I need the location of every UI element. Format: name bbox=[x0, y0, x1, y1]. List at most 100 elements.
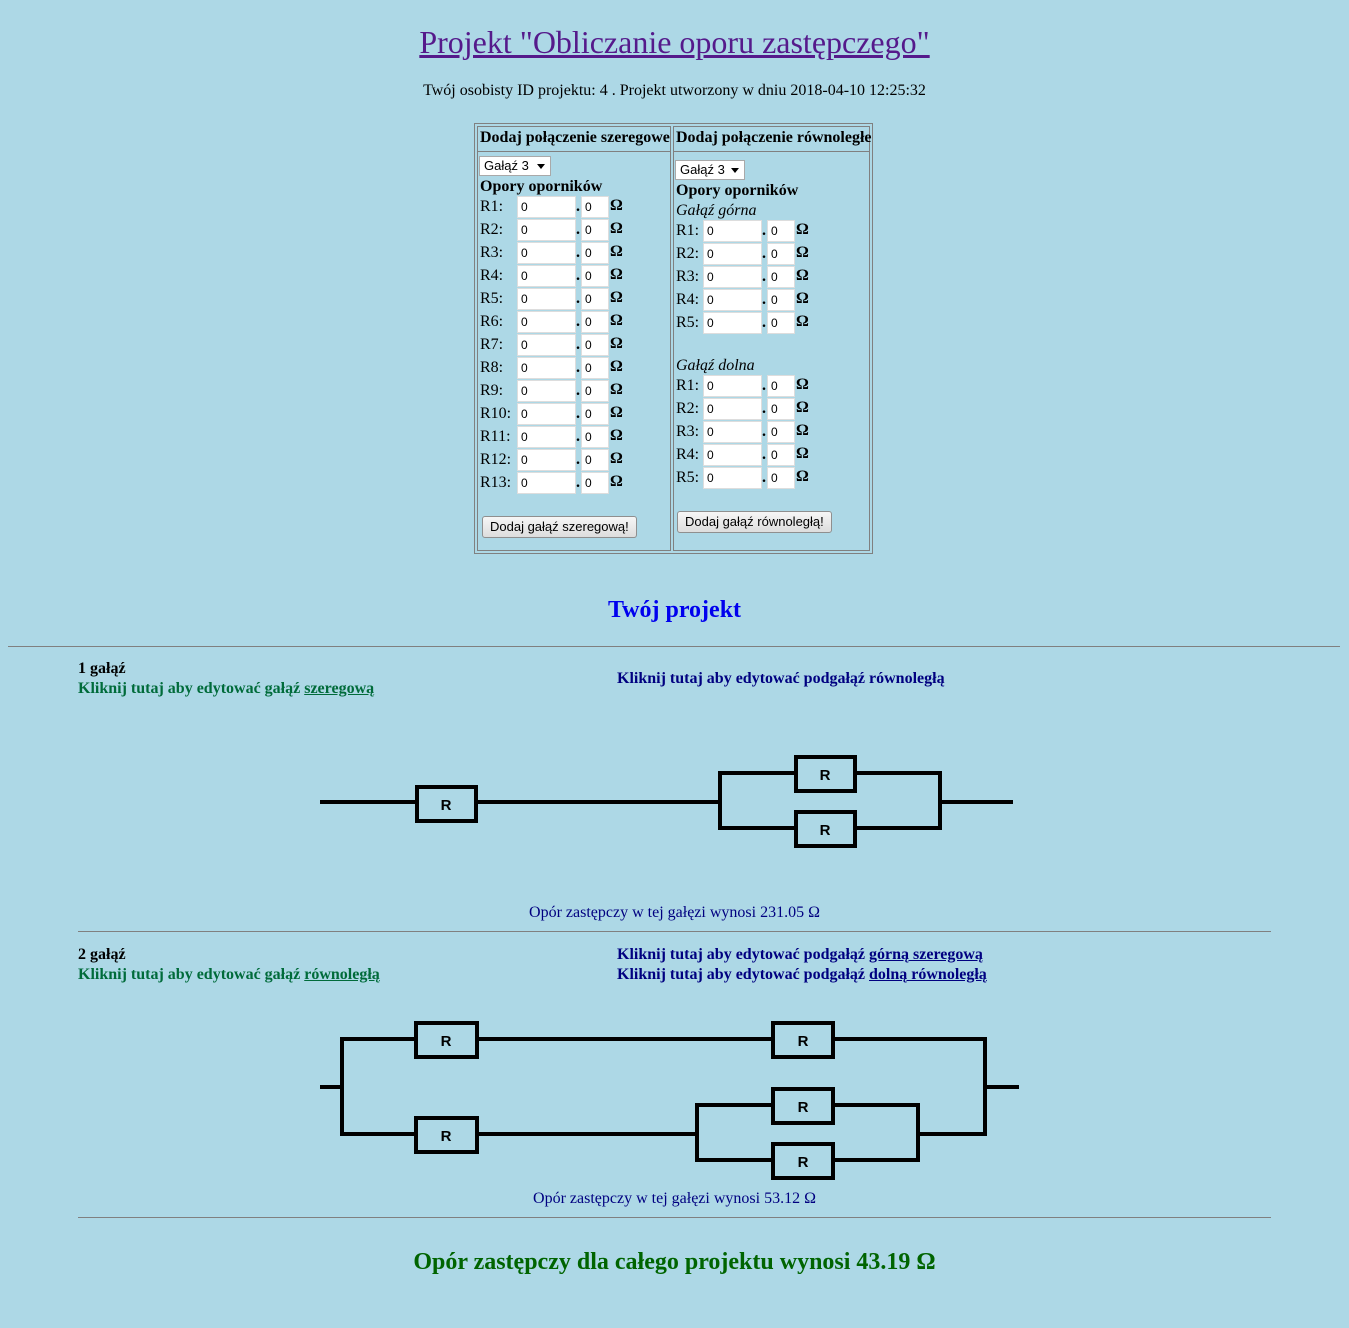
resistor-decimal-input[interactable] bbox=[581, 403, 609, 425]
resistor-decimal-input[interactable] bbox=[767, 312, 795, 334]
resistor-integer-input[interactable] bbox=[517, 403, 576, 425]
branch-2-edit-link[interactable]: równoległą bbox=[304, 966, 380, 983]
resistor-row-label: R8: bbox=[480, 359, 504, 376]
resistor-row-label: R1: bbox=[480, 198, 504, 215]
ohm-unit: Ω bbox=[796, 422, 809, 439]
resistor-row: R11:. Ω bbox=[480, 426, 630, 449]
resistor-integer-input[interactable] bbox=[703, 289, 762, 311]
resistor-integer-input[interactable] bbox=[703, 398, 762, 420]
resistor-row: R3:.Ω bbox=[676, 421, 826, 444]
resistor-row: R5:. Ω bbox=[676, 312, 826, 335]
resistor-decimal-input[interactable] bbox=[581, 380, 609, 402]
resistor-row-label: R11: bbox=[480, 428, 511, 445]
resistor-integer-input[interactable] bbox=[703, 444, 762, 466]
series-branch-select-value: Gałąź 3 bbox=[484, 158, 529, 173]
resistor-integer-input[interactable] bbox=[517, 219, 576, 241]
resistor-decimal-input[interactable] bbox=[581, 357, 609, 379]
resistor-decimal-input[interactable] bbox=[581, 196, 609, 218]
resistor-integer-input[interactable] bbox=[517, 449, 576, 471]
parallel-resistors-label: Opory oporników bbox=[676, 182, 799, 199]
resistor-row: R1:.Ω bbox=[676, 375, 826, 398]
branch-1-edit-link[interactable]: szeregową bbox=[304, 680, 375, 697]
resistor-decimal-input[interactable] bbox=[581, 334, 609, 356]
add-series-branch-button[interactable]: Dodaj gałąź szeregową! bbox=[482, 516, 637, 538]
resistor-integer-input[interactable] bbox=[703, 220, 762, 242]
resistor-decimal-input[interactable] bbox=[767, 220, 795, 242]
series-branch-select[interactable]: Gałąź 3 bbox=[479, 156, 551, 176]
resistor-decimal-input[interactable] bbox=[581, 242, 609, 264]
decimal-point: . bbox=[762, 291, 766, 308]
resistor-integer-input[interactable] bbox=[703, 266, 762, 288]
resistor-decimal-input[interactable] bbox=[581, 426, 609, 448]
resistor-integer-input[interactable] bbox=[517, 242, 576, 264]
resistor-decimal-input[interactable] bbox=[581, 472, 609, 494]
resistor-integer-input[interactable] bbox=[517, 334, 576, 356]
parallel-branch-select[interactable]: Gałąź 3 bbox=[675, 160, 745, 180]
resistor-decimal-input[interactable] bbox=[767, 289, 795, 311]
resistor-integer-input[interactable] bbox=[703, 375, 762, 397]
decimal-point: . bbox=[576, 382, 580, 399]
resistor-decimal-input[interactable] bbox=[767, 421, 795, 443]
resistor-row: R10:.Ω bbox=[480, 403, 630, 426]
resistor-row-label: R5: bbox=[676, 469, 700, 486]
resistor-decimal-input[interactable] bbox=[767, 266, 795, 288]
resistor-integer-input[interactable] bbox=[517, 380, 576, 402]
ohm-unit: Ω bbox=[796, 244, 809, 261]
resistor-decimal-input[interactable] bbox=[581, 449, 609, 471]
branch-1-sub-edit[interactable]: Kliknij tutaj aby edytować podgałąź równ… bbox=[617, 670, 945, 687]
resistor-integer-input[interactable] bbox=[703, 312, 762, 334]
decimal-point: . bbox=[576, 198, 580, 215]
branch-2-upper-link[interactable]: górną szeregową bbox=[869, 946, 983, 963]
resistor-integer-input[interactable] bbox=[517, 311, 576, 333]
resistor-integer-input[interactable] bbox=[517, 426, 576, 448]
decimal-point: . bbox=[576, 428, 580, 445]
ohm-unit: Ω bbox=[796, 376, 809, 393]
branch-2-result: Opór zastępczy w tej gałęzi wynosi 53.12… bbox=[533, 1190, 816, 1207]
resistor-decimal-input[interactable] bbox=[581, 219, 609, 241]
resistor-decimal-input[interactable] bbox=[581, 311, 609, 333]
resistor-row: R4:.Ω bbox=[676, 289, 826, 312]
resistor-integer-input[interactable] bbox=[703, 421, 762, 443]
resistor-integer-input[interactable] bbox=[703, 467, 762, 489]
branch-1-circuit bbox=[320, 755, 1013, 848]
resistor bbox=[794, 810, 857, 848]
resistor-integer-input[interactable] bbox=[517, 265, 576, 287]
branch-1-title: 1 gałąź bbox=[78, 660, 126, 677]
decimal-point: . bbox=[576, 405, 580, 422]
resistor-integer-input[interactable] bbox=[517, 288, 576, 310]
ohm-unit: Ω bbox=[610, 427, 623, 444]
resistor-integer-input[interactable] bbox=[517, 196, 576, 218]
resistor-row: R4:.Ω bbox=[480, 265, 630, 288]
resistor-decimal-input[interactable] bbox=[767, 398, 795, 420]
resistor-decimal-input[interactable] bbox=[767, 444, 795, 466]
decimal-point: . bbox=[762, 469, 766, 486]
ohm-unit: Ω bbox=[796, 267, 809, 284]
branch-2-lower-link[interactable]: dolną równoległą bbox=[869, 966, 987, 983]
add-parallel-branch-button[interactable]: Dodaj gałąź równoległą! bbox=[677, 511, 832, 533]
resistor-integer-input[interactable] bbox=[517, 472, 576, 494]
resistor-decimal-input[interactable] bbox=[767, 243, 795, 265]
chevron-down-icon bbox=[731, 168, 739, 173]
resistor-row-label: R2: bbox=[676, 400, 700, 417]
resistor-integer-input[interactable] bbox=[703, 243, 762, 265]
decimal-point: . bbox=[576, 474, 580, 491]
resistor-row-label: R3: bbox=[676, 423, 700, 440]
resistor-decimal-input[interactable] bbox=[767, 467, 795, 489]
decimal-point: . bbox=[762, 314, 766, 331]
ohm-unit: Ω bbox=[796, 313, 809, 330]
resistor-decimal-input[interactable] bbox=[581, 265, 609, 287]
decimal-point: . bbox=[576, 221, 580, 238]
resistor-row: R9:.Ω bbox=[480, 380, 630, 403]
series-form: Dodaj połączenie szeregowe Gałąź 3 Opory… bbox=[477, 126, 671, 551]
add-connection-forms: Dodaj połączenie szeregowe Gałąź 3 Opory… bbox=[474, 123, 873, 554]
resistor-row-label: R3: bbox=[480, 244, 504, 261]
resistor-row-label: R4: bbox=[676, 291, 700, 308]
resistor-decimal-input[interactable] bbox=[767, 375, 795, 397]
resistor-decimal-input[interactable] bbox=[581, 288, 609, 310]
resistor-row-label: R5: bbox=[676, 314, 700, 331]
resistor-row-label: R2: bbox=[676, 245, 700, 262]
ohm-unit: Ω bbox=[796, 221, 809, 238]
resistor-label: R bbox=[820, 767, 831, 784]
resistor-integer-input[interactable] bbox=[517, 357, 576, 379]
